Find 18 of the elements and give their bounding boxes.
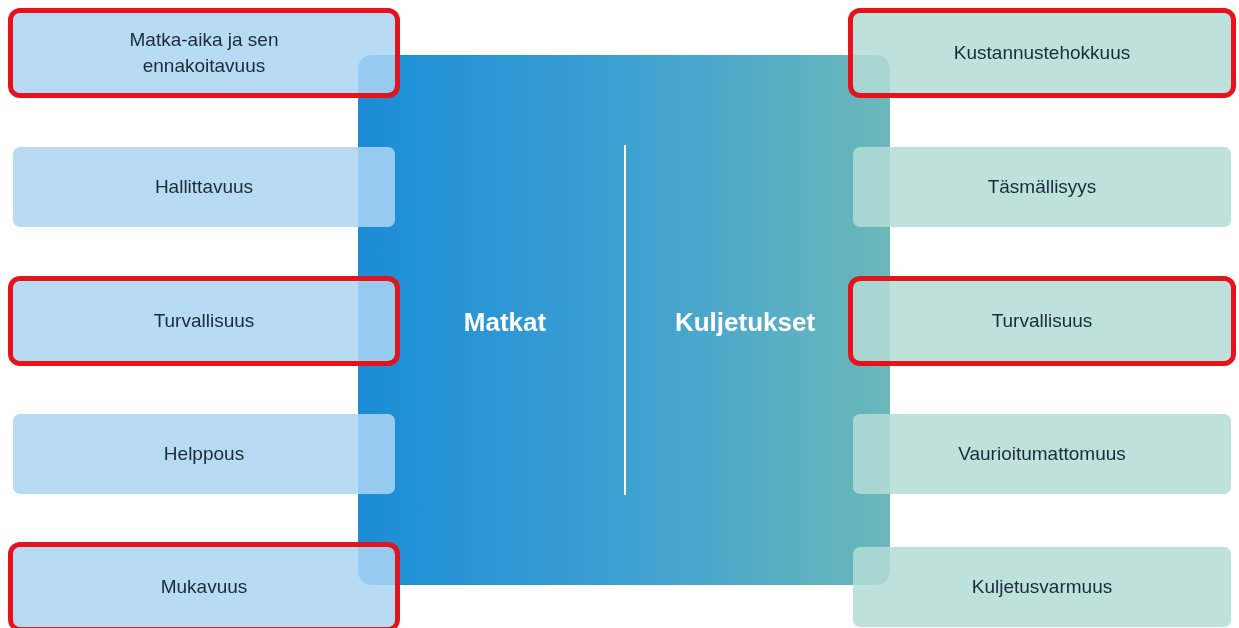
box-label: Turvallisuus (153, 309, 255, 334)
panel-heading: Kuljetukset (674, 306, 816, 338)
central-panel (358, 55, 890, 585)
box-label: Hallittavuus (154, 175, 254, 200)
box-label: Kustannustehokkuus (953, 41, 1131, 66)
box-label: Matka-aika ja sen ennakoitavuus (128, 28, 280, 78)
box-label: Mukavuus (160, 575, 248, 600)
criterion-box (8, 542, 400, 628)
box-label: Helppous (163, 442, 245, 467)
box-label: Täsmällisyys (987, 175, 1097, 200)
panel-heading: Matkat (463, 306, 547, 338)
criterion-box (8, 276, 400, 366)
criterion-box (848, 8, 1236, 98)
criterion-box (8, 8, 400, 98)
box-label: Turvallisuus (991, 309, 1093, 334)
criterion-box (848, 276, 1236, 366)
box-label: Vaurioitumattomuus (958, 442, 1126, 467)
box-label: Kuljetusvarmuus (971, 575, 1113, 600)
